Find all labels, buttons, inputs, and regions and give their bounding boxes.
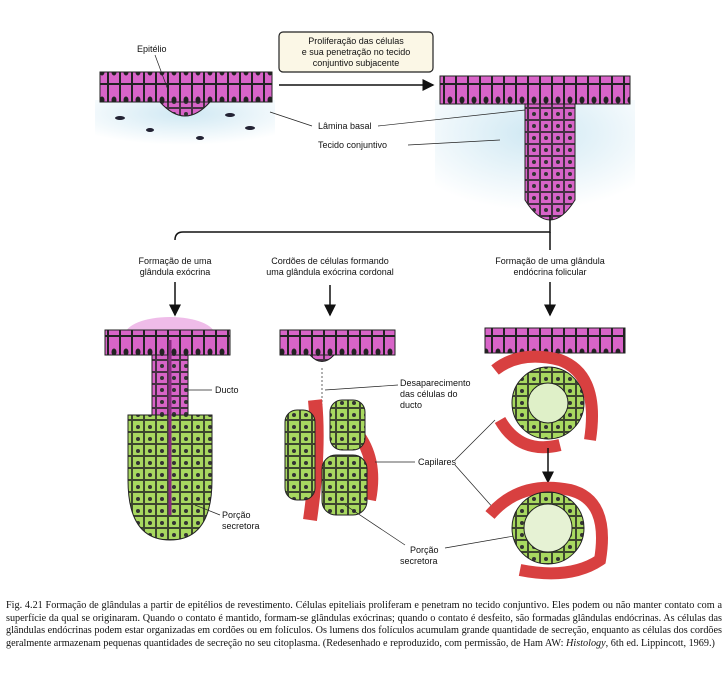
stage-proliferation — [435, 75, 635, 221]
label-desaparecimento-l3: ducto — [400, 400, 422, 410]
branch-right-l1: Formação de uma glândula — [495, 256, 605, 266]
label-porcao-left-l1: Porção — [222, 510, 251, 520]
branch-right-l2: endócrina folicular — [513, 267, 586, 277]
label-desaparecimento-l1: Desaparecimento — [400, 378, 471, 388]
label-porcao-middle-l2: secretora — [400, 556, 438, 566]
branch-left-l2: glândula exócrina — [140, 267, 211, 277]
figure-caption: Fig. 4.21 Formação de glândulas a partir… — [6, 600, 722, 650]
label-desaparecimento-l2: das células do — [400, 389, 458, 399]
label-capilares: Capilares — [418, 457, 457, 467]
label-porcao-middle-l1: Porção — [410, 545, 439, 555]
caption-book-title: Histology — [566, 637, 606, 649]
caption-citation: , 6th ed. Lippincott, 1969.) — [605, 637, 715, 649]
label-epitelio: Epitélio — [137, 44, 167, 54]
exocrine-gland — [104, 317, 231, 541]
branch-middle-l1: Cordões de células formando — [271, 256, 389, 266]
cord-gland — [279, 329, 396, 521]
process-line-1: Proliferação das células — [308, 36, 404, 46]
label-tecido-conjuntivo: Tecido conjuntivo — [318, 140, 387, 150]
process-line-2: e sua penetração no tecido — [302, 47, 411, 57]
process-box: Proliferação das células e sua penetraçã… — [278, 31, 434, 73]
caption-text: Fig. 4.21 Formação de glândulas a partir… — [6, 600, 722, 649]
branch-middle-l2: uma glândula exócrina cordonal — [266, 267, 394, 277]
stage-initial-epithelium: Epitélio — [95, 44, 275, 145]
label-lamina-basal: Lâmina basal — [318, 121, 372, 131]
branch-left-l1: Formação de uma — [138, 256, 211, 266]
process-line-3: conjuntivo subjacente — [313, 58, 400, 68]
label-ducto: Ducto — [215, 385, 239, 395]
follicular-gland — [484, 327, 626, 580]
branch-lines — [169, 215, 556, 317]
gland-formation-diagram: Epitélio Proliferação das células e sua … — [95, 31, 635, 580]
label-porcao-left-l2: secretora — [222, 521, 260, 531]
